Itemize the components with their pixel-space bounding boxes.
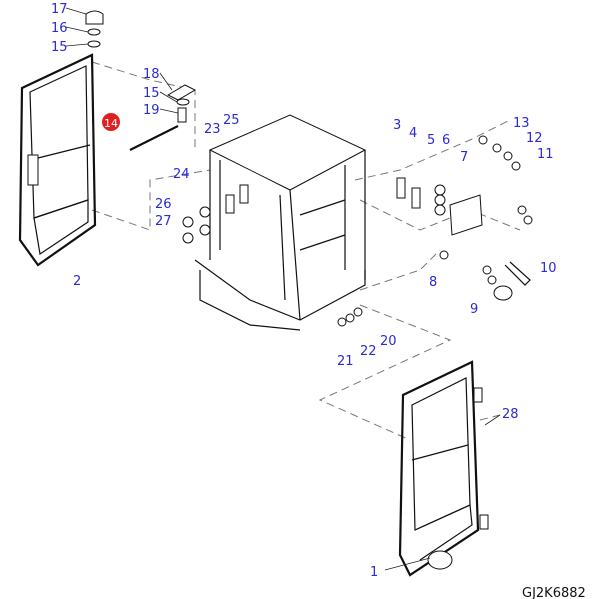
callout-5: 5 [427,133,435,148]
callout-4: 4 [409,126,417,141]
callout-16: 16 [51,21,68,36]
callout-2: 2 [73,274,81,289]
cab-frame [194,114,367,331]
callout-7: 7 [460,150,468,165]
latch-parts [396,135,533,301]
callout-26: 26 [155,197,172,212]
callout-3: 3 [393,118,401,133]
callout-27: 27 [155,214,172,229]
callout-15: 15 [51,40,68,55]
callout-14: 14 [104,117,118,130]
callout-8: 8 [429,275,437,290]
assembly-guide-lines [91,61,521,441]
callout-19: 19 [143,103,160,118]
callout-21: 21 [337,354,354,369]
callout-12: 12 [526,131,543,146]
callout-20: 20 [380,334,397,349]
callout-28: 28 [502,407,519,422]
callout-23: 23 [204,122,221,137]
strut-parts [129,72,197,151]
callout-6: 6 [442,133,450,148]
callout-17: 17 [51,2,68,17]
left-door [18,53,97,267]
callout-13: 13 [513,116,530,131]
callout-10: 10 [540,261,557,276]
callout-15: 15 [143,86,160,101]
callout-18: 18 [143,67,160,82]
callout-24: 24 [173,167,190,182]
callout-22: 22 [360,344,377,359]
right-door [384,360,501,577]
highlight-marker [102,113,120,131]
callout-labels: 17 16 15 18 15 19 14 2 23 25 24 26 27 3 … [51,2,586,599]
callout-11: 11 [537,147,554,162]
callout-25: 25 [223,113,240,128]
bolt-parts [182,206,211,244]
callout-9: 9 [470,302,478,317]
callout-1: 1 [370,565,378,580]
mount-bolts [337,307,363,327]
knob-parts [65,7,104,48]
diagram-code: GJ2K6882 [522,586,586,599]
